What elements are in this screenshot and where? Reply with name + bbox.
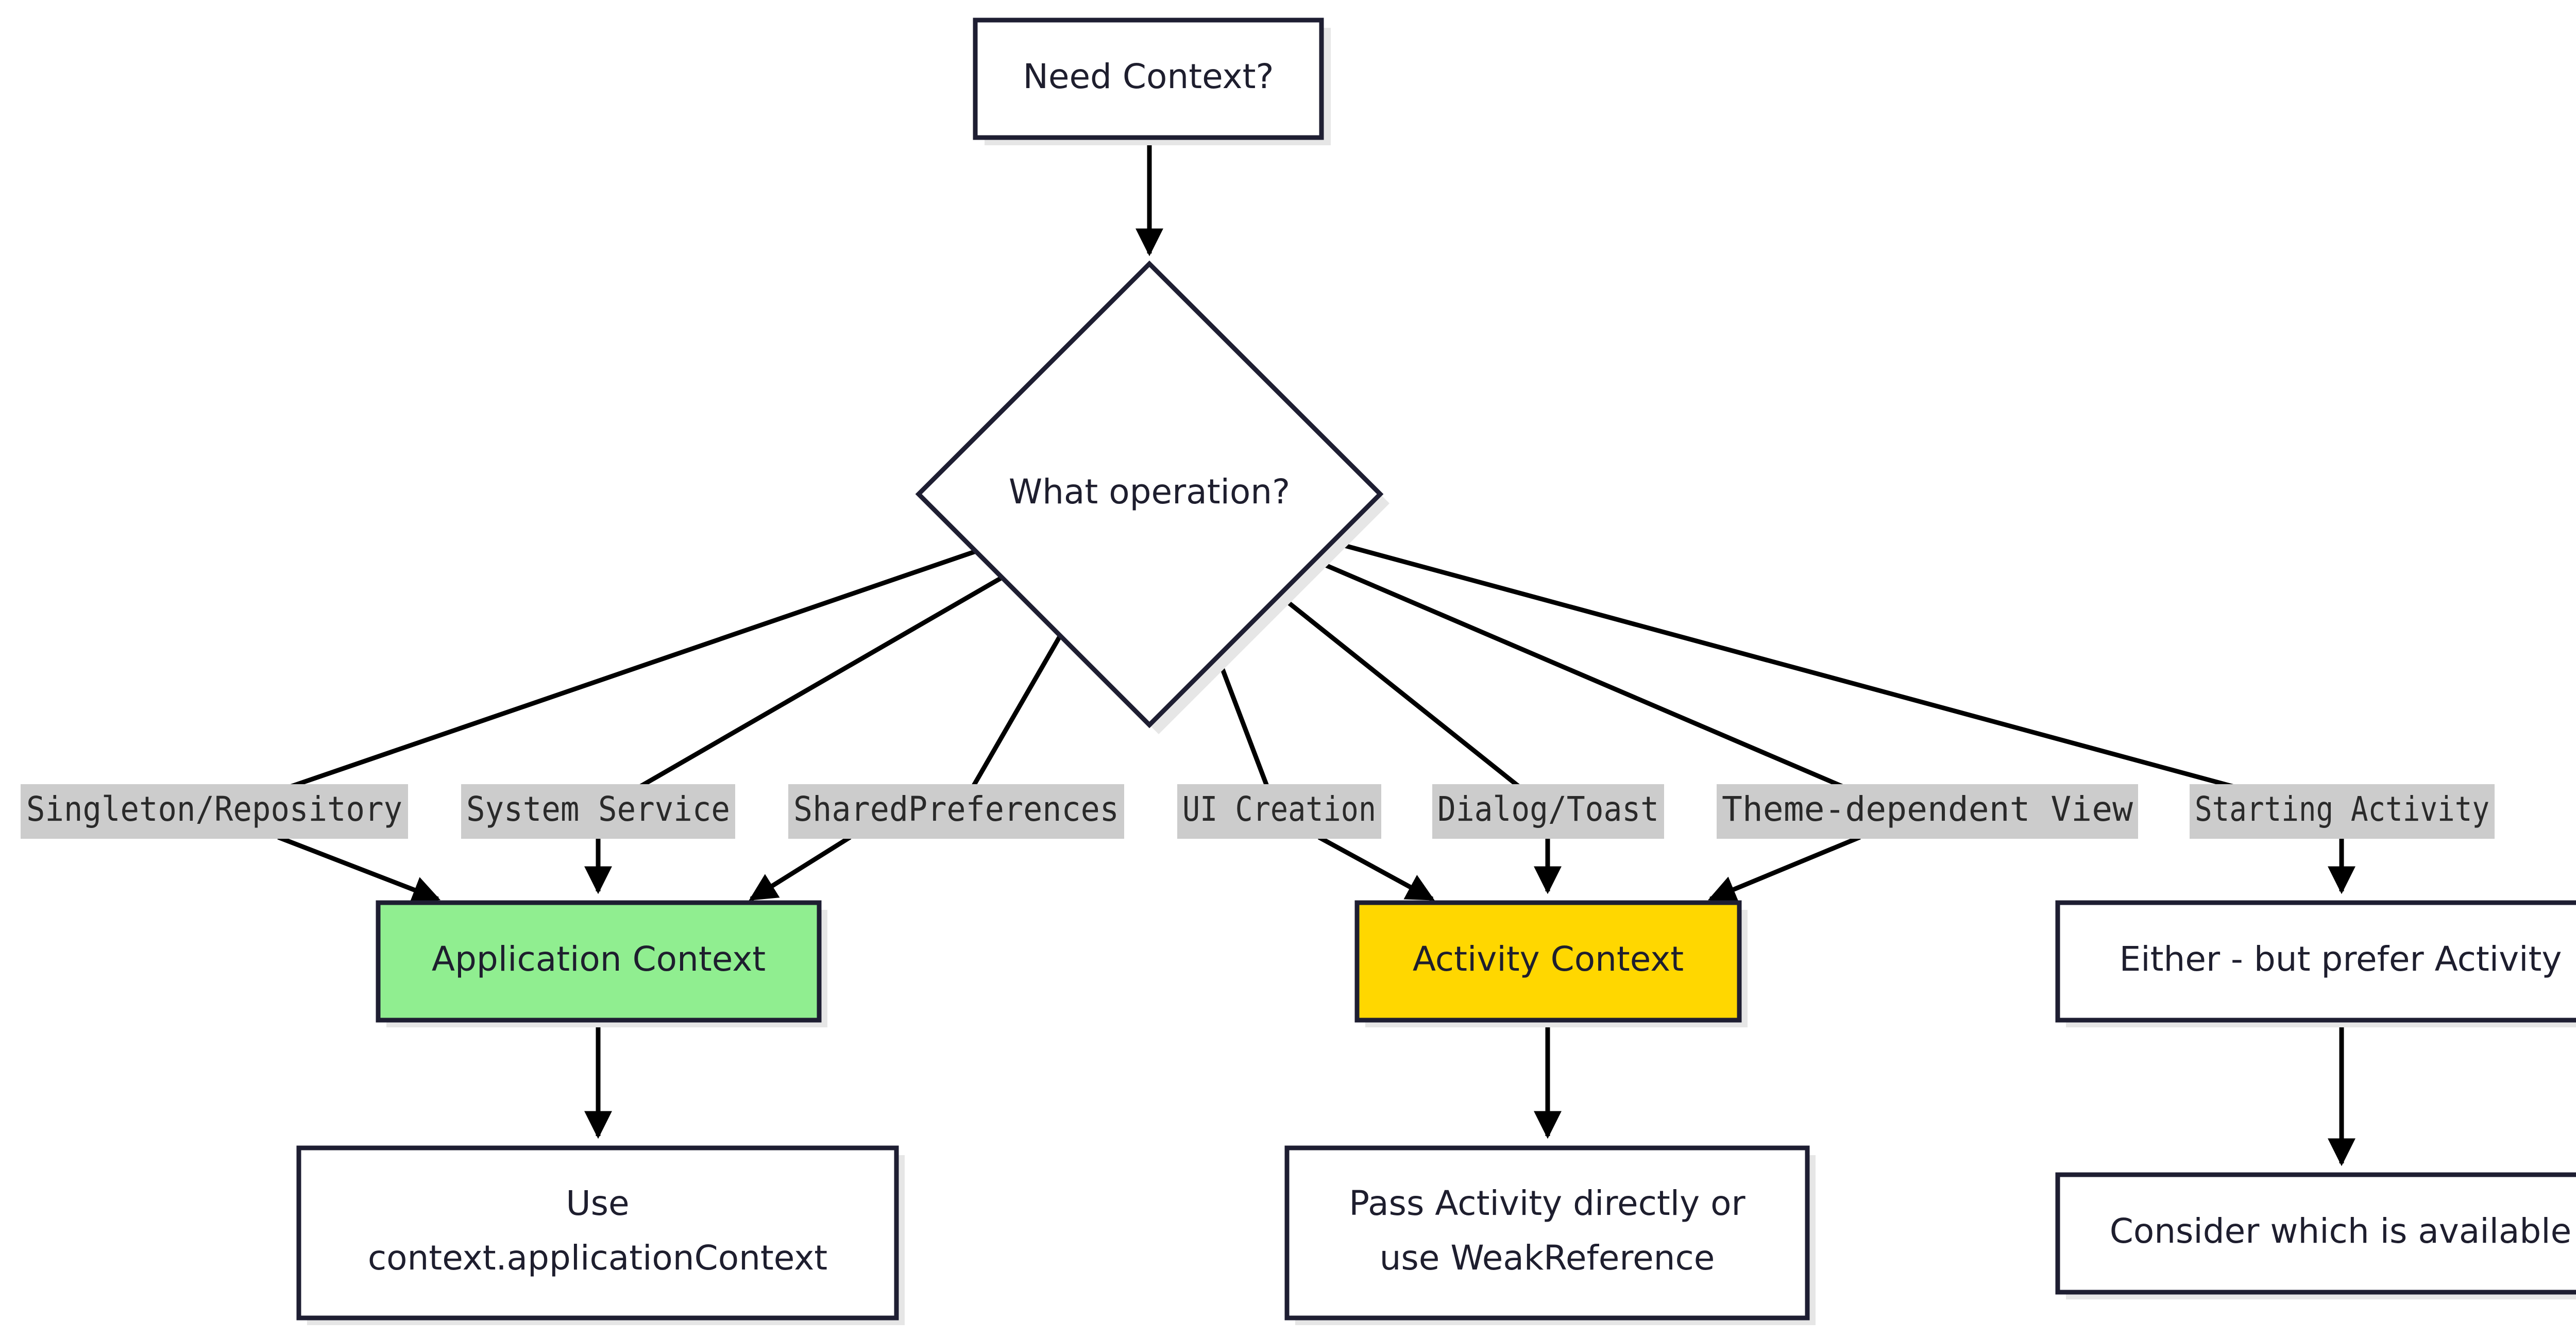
edge-operation-to-system-label [637, 574, 1006, 789]
node-consider-label: Consider which is available [2110, 1211, 2571, 1251]
node-need-context-label: Need Context? [1023, 57, 1274, 96]
edge-label-dialog-toast: Dialog/Toast [1432, 784, 1664, 839]
node-consider: Consider which is available [2055, 1172, 2576, 1299]
edge-ui-to-activity [1317, 835, 1435, 901]
edge-operation-to-starting-label [1332, 540, 2237, 790]
node-need-context: Need Context? [973, 18, 1331, 145]
edge-label-system-service-text: System Service [466, 789, 730, 829]
edge-label-theme-view-text: Theme-dependent View [1722, 789, 2133, 829]
edge-label-dialog-toast-text: Dialog/Toast [1437, 789, 1659, 829]
edge-label-starting-activity: Starting Activity [2190, 784, 2495, 839]
edge-label-ui-creation-text: UI Creation [1182, 789, 1376, 829]
edge-label-shared-prefs: SharedPreferences [788, 784, 1124, 839]
edge-label-system-service: System Service [461, 784, 735, 839]
edge-operation-to-prefs-label [971, 630, 1065, 789]
node-use-app-context: Use context.applicationContext [296, 1145, 905, 1325]
node-either: Either - but prefer Activity [2055, 900, 2576, 1027]
edge-operation-to-ui-label [1214, 653, 1270, 788]
edge-label-ui-creation: UI Creation [1177, 784, 1381, 839]
edge-labels: Singleton/Repository System Service Shar… [21, 784, 2495, 839]
node-use-app-context-line2: context.applicationContext [368, 1238, 827, 1278]
node-activity-context-label: Activity Context [1413, 939, 1684, 979]
edge-label-shared-prefs-text: SharedPreferences [793, 789, 1119, 829]
node-activity-context: Activity Context [1354, 900, 1748, 1027]
edges [277, 138, 2355, 1166]
node-either-label: Either - but prefer Activity [2120, 939, 2562, 979]
edge-theme-to-activity [1708, 835, 1861, 903]
edge-operation-to-theme-label [1314, 558, 1845, 790]
node-what-operation-label: What operation? [1009, 472, 1290, 512]
node-pass-activity-line2: use WeakReference [1380, 1238, 1715, 1278]
node-use-app-context-line1: Use [566, 1183, 629, 1223]
edge-label-starting-activity-text: Starting Activity [2195, 789, 2489, 829]
node-pass-activity: Pass Activity directly or use WeakRefere… [1284, 1145, 1816, 1325]
node-pass-activity-line1: Pass Activity directly or [1349, 1183, 1745, 1223]
edge-label-singleton-text: Singleton/Repository [26, 789, 402, 829]
node-application-context: Application Context [376, 900, 827, 1027]
edge-singleton-to-app [277, 835, 441, 903]
node-application-context-label: Application Context [432, 939, 766, 979]
edge-label-singleton: Singleton/Repository [21, 784, 408, 839]
edge-label-theme-view: Theme-dependent View [1717, 784, 2138, 839]
node-what-operation: What operation? [915, 260, 1389, 734]
edge-prefs-to-app [749, 835, 852, 901]
edge-operation-to-singleton-label [287, 548, 980, 790]
edge-operation-to-dialog-label [1276, 592, 1521, 789]
